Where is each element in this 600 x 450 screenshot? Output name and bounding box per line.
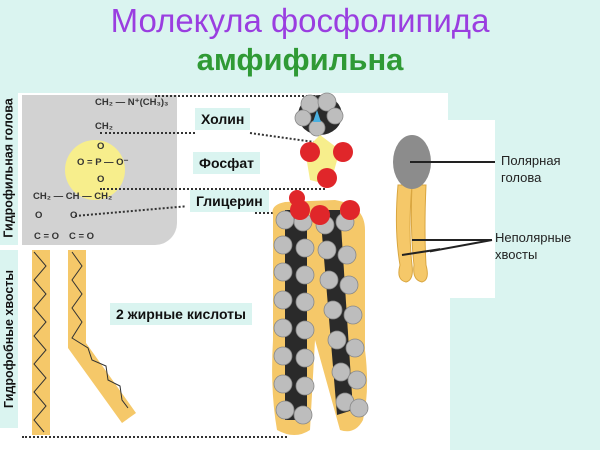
phosphate-highlight-icon [65,140,125,200]
fatty-acid-chains-icon [32,250,136,435]
choline-label: Холин [195,108,251,130]
phosphate-label: Фосфат [193,152,260,174]
space-filling-model-icon [272,92,369,435]
pointer-lines-icon [430,161,495,253]
choline-formula: CH₂ — N⁺(CH₃)₃ [95,97,169,108]
glycerol-label: Глицерин [190,190,269,212]
connector-line [255,212,285,214]
oxygen-bottom: O [97,174,105,185]
connector-line [100,188,325,190]
schematic-phospholipid-icon [393,135,440,283]
connector-line [155,95,315,97]
connector-line [22,436,287,438]
carbonyl-right: C = O [69,231,95,242]
oxygen-top: O [97,141,105,152]
hydrophilic-head-label: Гидрофильная голова [0,93,18,243]
hydrophobic-tails-label: Гидрофобные хвосты [0,250,18,428]
title-line-1: Молекула фосфолипида [110,2,490,39]
polar-head-label: Полярная голова [501,153,561,185]
nonpolar-tails-label: Неполярные хвосты [495,230,572,262]
fatty-acids-label: 2 жирные кислоты [110,303,252,325]
schematic-panel [370,120,495,298]
connector-line [100,132,195,134]
carbonyl-left: C = O [34,231,60,242]
ester-oxygen-right: O [70,210,78,221]
glycerol-formula: CH₂ — CH — CH₂ [33,191,113,202]
title-line-2: амфифильна [196,42,404,77]
ester-oxygen-left: O [35,210,43,221]
phosphate-formula: O = P — O⁻ [77,157,129,168]
ch2-formula: CH₂ [95,121,113,132]
